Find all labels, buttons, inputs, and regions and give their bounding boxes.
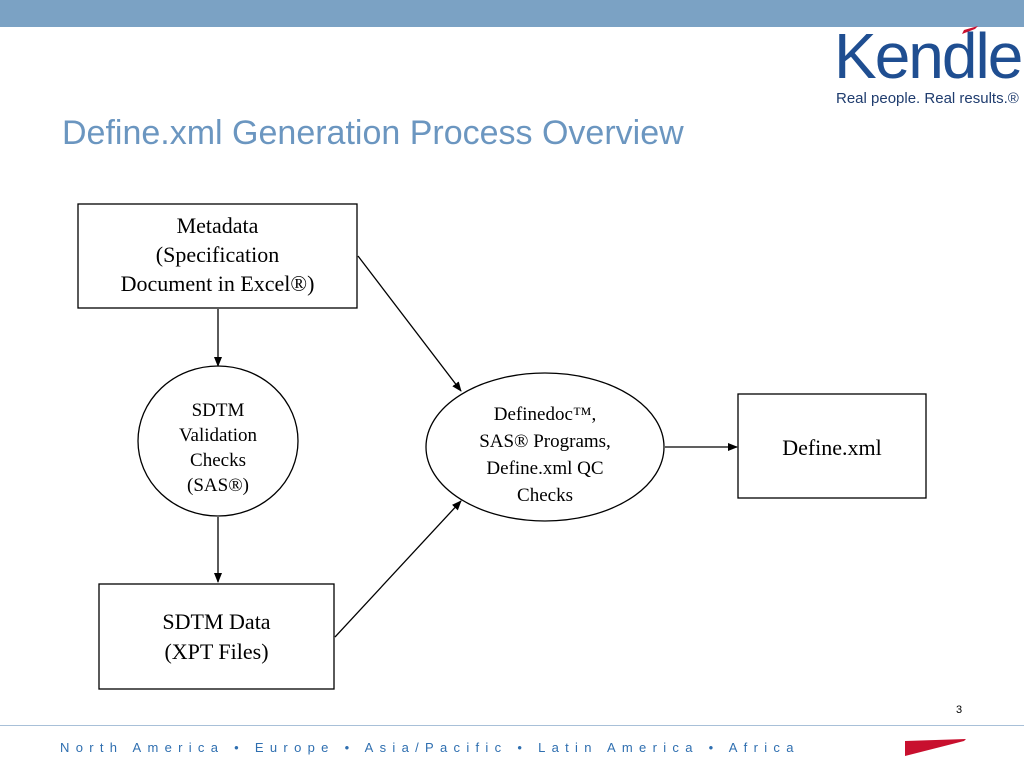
arrow-sdtm-data-to-definedoc [334, 500, 462, 638]
sdtm-checks-label-line: Checks [190, 450, 246, 471]
metadata-box [77, 203, 358, 309]
top-banner-bar [0, 0, 1024, 27]
page-number: 3 [956, 704, 963, 716]
slide-title: Define.xml Generation Process Overview [62, 114, 684, 152]
sdtm-validation-checks-label: SDTM Validation Checks (SAS®) [138, 398, 298, 498]
metadata-label-line: Metadata [176, 213, 259, 238]
definedoc-label-line: SAS® Programs, [479, 431, 611, 452]
definedoc-label-line: Definedoc™, [493, 404, 597, 425]
logo-swoosh-icon [962, 26, 978, 34]
define-xml-label: Define.xml [738, 434, 926, 462]
sdtm-checks-label-line: Validation [178, 425, 258, 446]
definedoc-label-line: Define.xml QC [486, 458, 604, 479]
definedoc-label-line: Checks [517, 485, 573, 506]
arrow-metadata-to-definedoc [357, 255, 462, 392]
sdtm-data-box [98, 583, 335, 690]
sdtm-data-label-line: (XPT Files) [164, 639, 269, 664]
footer-regions-text: North America • Europe • Asia/Pacific • … [60, 740, 800, 755]
sdtm-checks-label-line: (SAS®) [187, 475, 249, 496]
define-xml-box [737, 393, 927, 499]
metadata-label-line: Document in Excel®) [120, 271, 315, 296]
definedoc-programs-node [425, 372, 665, 522]
metadata-label-line: (Specification [155, 242, 280, 267]
sdtm-checks-label-line: SDTM [191, 400, 245, 421]
kendle-logo: Kendle Real people. Real results.® [834, 20, 1023, 110]
sdtm-data-label: SDTM Data (XPT Files) [99, 607, 334, 667]
footer-divider [0, 725, 1024, 726]
sdtm-data-label-line: SDTM Data [162, 609, 271, 634]
footer-pennant-icon [905, 739, 966, 756]
define-xml-label-line: Define.xml [782, 435, 882, 460]
metadata-label: Metadata (Specification Document in Exce… [78, 211, 357, 298]
definedoc-label: Definedoc™, SAS® Programs, Define.xml QC… [426, 401, 664, 509]
logo-wordmark: Kendle [834, 20, 1023, 92]
logo-tagline: Real people. Real results.® [836, 90, 1019, 107]
